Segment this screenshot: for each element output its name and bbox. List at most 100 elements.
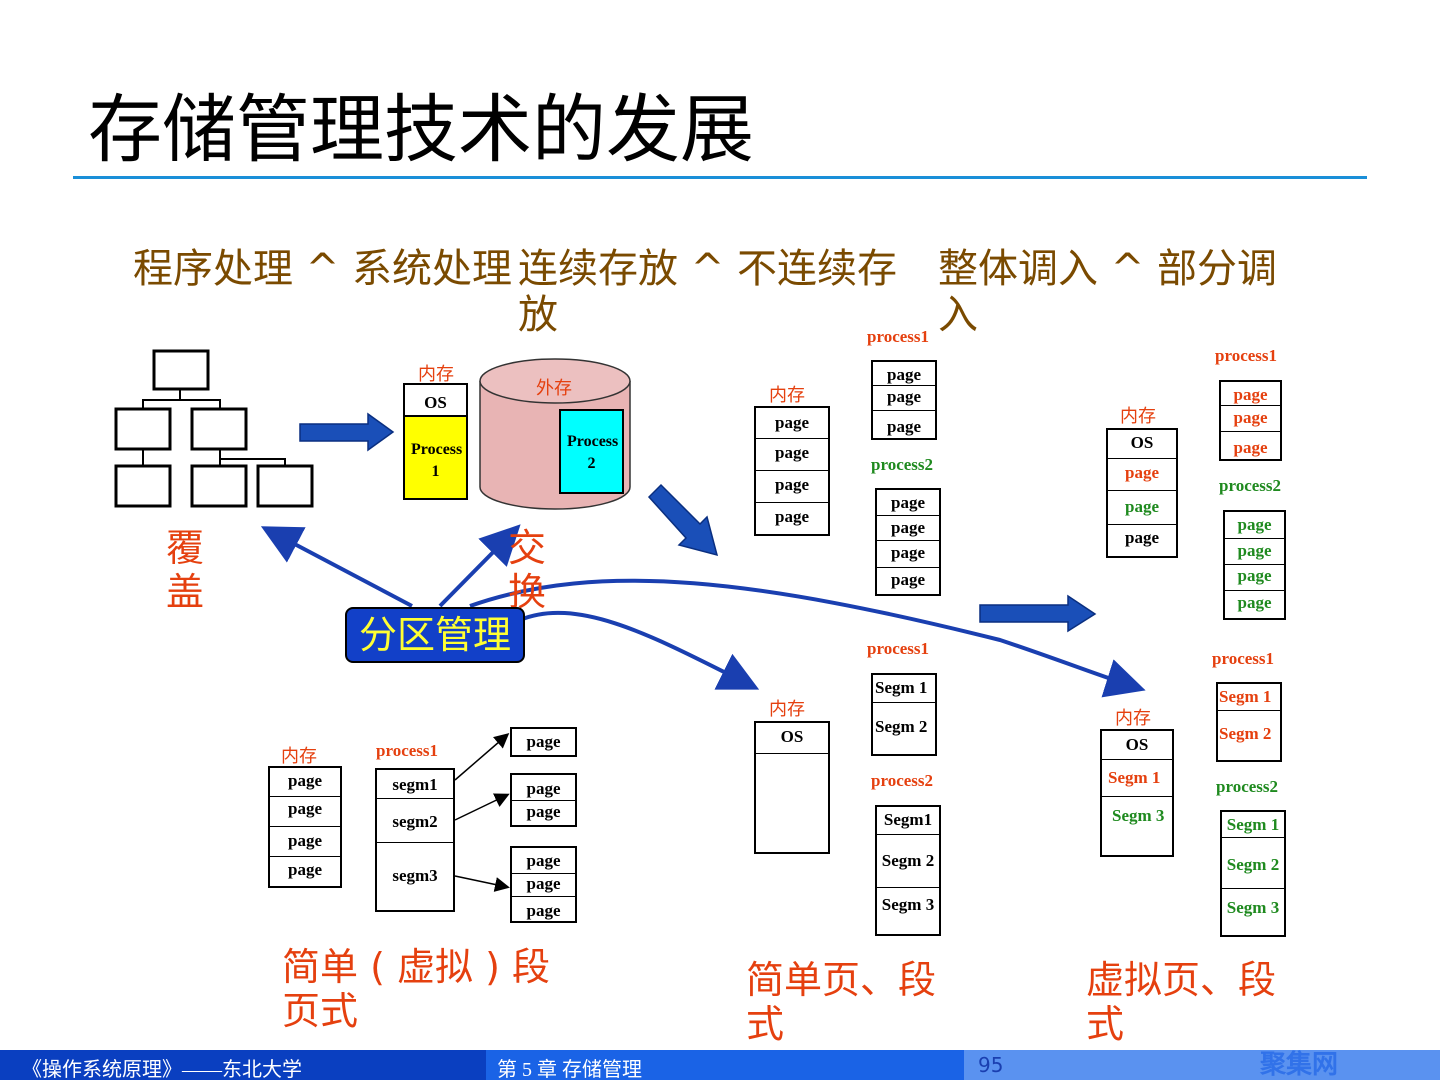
arrow-to-overlay xyxy=(260,526,413,608)
topic-program-vs-system: 程序处理 ^ 系统处理 xyxy=(133,246,512,292)
memory-page: page xyxy=(288,799,322,818)
process-page: page xyxy=(1237,541,1272,560)
page-table-1: page xyxy=(510,727,577,757)
segment-entry: Segm 3 xyxy=(1226,898,1280,917)
footer-segment-chapter: 第 5 章 存储管理 xyxy=(486,1050,964,1081)
swap-process1-label: Process 1 xyxy=(411,441,463,480)
memory-page: page xyxy=(775,443,809,462)
fat-arrow-diagonal xyxy=(647,483,719,557)
virtual-paging-process1-label: process1 xyxy=(1215,346,1278,365)
process-page: page xyxy=(887,387,921,406)
simple-paging-process1-label: process1 xyxy=(867,327,930,346)
arrow-segm2-page xyxy=(454,793,510,821)
segment-entry: Segm 2 xyxy=(1219,724,1272,743)
topic-whole-vs-partial-load: 整体调入 ^ 部分调入 xyxy=(938,246,1277,338)
simple-paging-memory-label: 内存 xyxy=(769,385,805,406)
simple-segment-memory-box: OS xyxy=(754,721,830,854)
segment-page-caption: 简单 ( 虚拟 ) 段页式 xyxy=(282,945,550,1033)
footer-course: 《操作系统原理》——东北大学 xyxy=(22,1059,302,1081)
arrow-segm1-page xyxy=(454,733,510,781)
title-divider xyxy=(73,176,1367,179)
process-page: page xyxy=(1237,515,1272,534)
swap-memory-label: 内存 xyxy=(418,364,454,385)
memory-page: page xyxy=(1125,463,1159,482)
swap-memory-box: OS Process 1 xyxy=(403,383,468,500)
virtual-segment-process2-box: Segm 1 Segm 2 Segm 3 xyxy=(1220,810,1286,937)
footer-segment-page: 95 聚集网 xyxy=(964,1050,1440,1080)
memory-page: page xyxy=(775,475,809,494)
partition-management-box: 分区管理 xyxy=(345,607,525,663)
swap-process2-label: Process 2 xyxy=(567,433,619,472)
memory-os-cell: OS xyxy=(1130,433,1154,452)
segment-page-process1-label: process1 xyxy=(376,741,439,760)
memory-page: page xyxy=(775,413,809,432)
segment-entry: Segm 1 xyxy=(1226,815,1280,834)
segment-entry: segm3 xyxy=(392,866,438,885)
virtual-segment-process2-label: process2 xyxy=(1216,777,1279,796)
page-entry: page xyxy=(526,779,561,798)
memory-os-cell: OS xyxy=(780,727,804,746)
virtual-segment-process1-box: Segm 1 Segm 2 xyxy=(1216,682,1282,762)
memory-page: page xyxy=(775,507,809,526)
arrow-to-simple-segment xyxy=(519,610,760,690)
process-page: page xyxy=(1233,408,1268,427)
memory-page: page xyxy=(1125,497,1159,516)
process-page: page xyxy=(891,518,925,537)
process-page: page xyxy=(1233,438,1268,457)
segment-entry: Segm 2 xyxy=(881,851,935,870)
simple-segment-process2-label: process2 xyxy=(871,771,934,790)
footer-bar: 《操作系统原理》——东北大学 第 5 章 存储管理 95 聚集网 xyxy=(0,1050,1440,1081)
page-entry: page xyxy=(526,901,561,920)
simple-paging-memory-box: page page page page xyxy=(754,406,830,536)
page-entry: page xyxy=(526,802,561,821)
virtual-paging-process1-box: page page page xyxy=(1219,380,1282,461)
virtual-segment-process1-label: process1 xyxy=(1212,649,1275,668)
page-entry: page xyxy=(526,874,561,893)
swap-os-cell: OS xyxy=(424,393,447,412)
simple-paging-process2-box: page page page page xyxy=(875,488,941,596)
process-page: page xyxy=(887,417,921,436)
virtual-paging-process2-box: page page page page xyxy=(1223,510,1286,620)
footer-page-number: 95 xyxy=(978,1053,1004,1077)
virtual-segment-caption: 虚拟页、段式 xyxy=(1086,958,1277,1046)
segment-entry: segm1 xyxy=(392,775,438,794)
virtual-paging-memory-label: 内存 xyxy=(1120,406,1156,427)
simple-segment-process1-label: process1 xyxy=(867,639,930,658)
swap-process1-block: Process 1 xyxy=(405,415,466,498)
virtual-paging-memory-box: OS page page page xyxy=(1106,428,1178,558)
slide-title: 存储管理技术的发展 xyxy=(88,87,754,173)
footer-watermark: 聚集网 xyxy=(1260,1050,1339,1080)
page-table-2: page page xyxy=(510,773,577,827)
memory-os-cell: OS xyxy=(1125,735,1149,754)
page-table-3: page page page xyxy=(510,846,577,923)
segment-table-box: segm1 segm2 segm3 xyxy=(375,768,455,912)
process-page: page xyxy=(1237,566,1272,585)
memory-page: page xyxy=(288,771,322,790)
swap-label: 交换 xyxy=(508,526,547,614)
overlay-tree-icon xyxy=(114,349,314,508)
page-entry: page xyxy=(526,851,561,870)
segment-entry: Segm 1 xyxy=(875,678,928,697)
process-page: page xyxy=(1237,593,1272,612)
simple-segment-process1-box: Segm 1 Segm 2 xyxy=(871,673,937,756)
process-page: page xyxy=(891,543,925,562)
segment-page-memory-label: 内存 xyxy=(281,746,317,767)
segment-page-memory-box: page page page page xyxy=(268,766,342,888)
memory-page: page xyxy=(288,831,322,850)
arrow-to-virtual-segment xyxy=(469,578,1146,698)
simple-paging-process1-box: page page page xyxy=(871,360,937,440)
segment-entry: Segm1 xyxy=(883,810,933,829)
footer-chapter: 第 5 章 存储管理 xyxy=(497,1059,642,1081)
simple-paging-process2-label: process2 xyxy=(871,455,934,474)
arrow-segm3-page xyxy=(454,875,510,892)
process-page: page xyxy=(887,365,921,384)
simple-segment-process2-box: Segm1 Segm 2 Segm 3 xyxy=(875,805,941,936)
fat-arrow-right-1 xyxy=(299,412,395,452)
segment-entry: Segm 2 xyxy=(1226,855,1280,874)
virtual-segment-memory-box: OS Segm 1 Segm 3 xyxy=(1100,729,1174,857)
footer-segment-course: 《操作系统原理》——东北大学 xyxy=(0,1050,486,1081)
memory-page: page xyxy=(1125,528,1159,547)
arrow-to-swap xyxy=(438,524,521,608)
process-page: page xyxy=(891,570,925,589)
virtual-paging-process2-label: process2 xyxy=(1219,476,1282,495)
